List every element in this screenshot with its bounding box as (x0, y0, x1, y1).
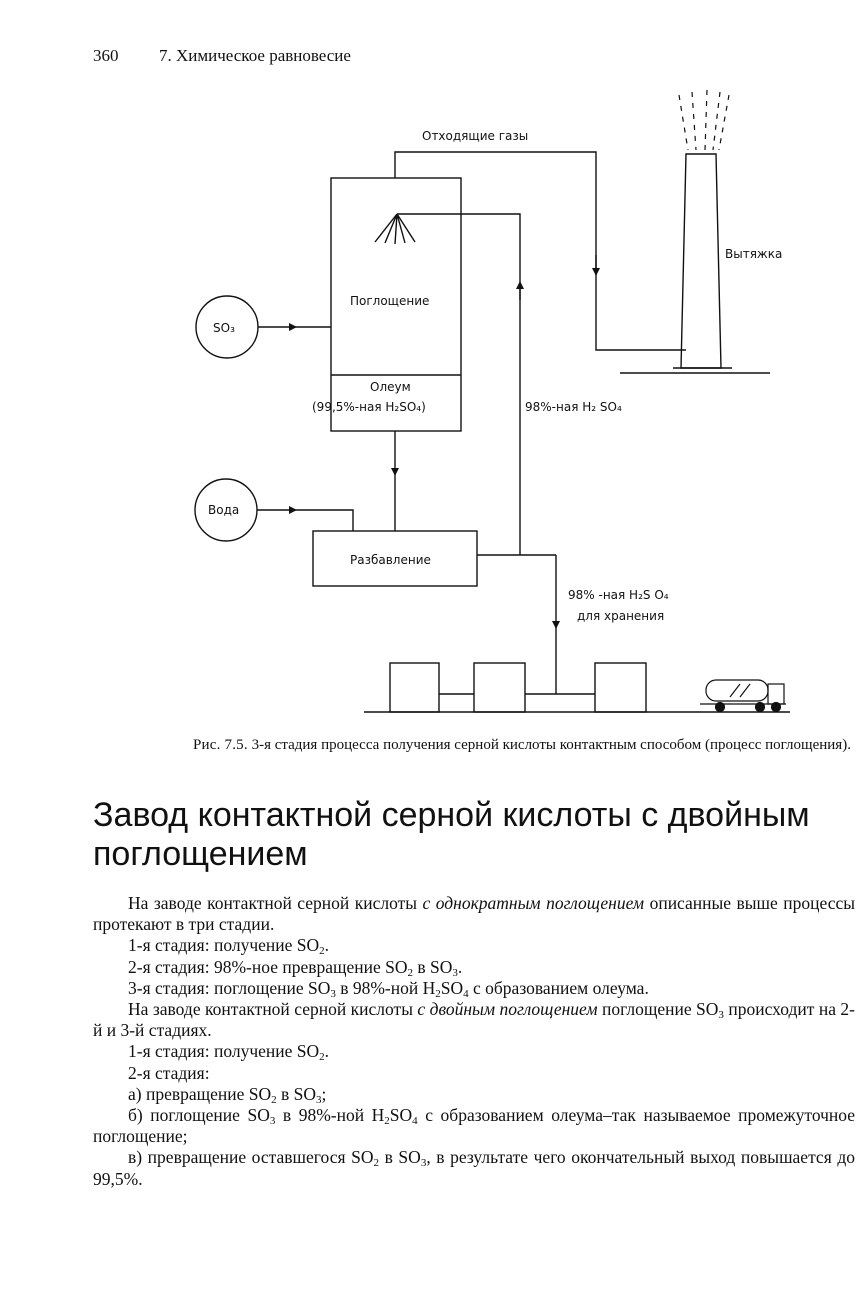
paragraph: б) поглощение SO3 в 98%-ной H2SO4 с обра… (93, 1105, 856, 1147)
caption-text: 3-я стадия процесса получения серной кис… (251, 737, 851, 753)
paragraph: а) превращение SO2 в SO3; (128, 1083, 327, 1106)
running-header: 360 7. Химическое равновесие (93, 46, 351, 66)
paragraph: 1-я стадия: получение SO2. (128, 935, 330, 958)
page-number: 360 (93, 46, 119, 65)
label-dilution: Разбавление (350, 553, 431, 567)
paragraph: На заводе контактной серной кислоты с од… (93, 893, 855, 935)
storage-tank-3 (594, 662, 647, 713)
caption-lead: Рис. 7.5. (193, 737, 248, 753)
exhaust-gas-line (394, 151, 686, 351)
paragraph: в) превращение оставшегося SO2 в SO3, в … (93, 1147, 855, 1189)
paragraph: На заводе контактной серной кислоты с дв… (93, 999, 855, 1041)
tanker-truck (700, 679, 786, 713)
process-diagram: Отходящие газы Вытяжка SO₃ Поглощение Ол… (194, 89, 790, 713)
storage-tank-1 (389, 662, 440, 713)
paragraph: 2-я стадия: (128, 1062, 210, 1083)
label-absorption: Поглощение (350, 294, 429, 308)
paragraph: 2-я стадия: 98%-ное превращение SO2 в SO… (128, 956, 463, 979)
label-exhaust-gases: Отходящие газы (422, 129, 528, 143)
smoke (678, 89, 730, 151)
label-acid-98: 98%-ная H₂ SO₄ (525, 400, 622, 414)
label-water: Вода (208, 503, 239, 517)
storage-tank-2 (473, 662, 526, 713)
body-text: На заводе контактной серной кислоты с од… (93, 893, 855, 1190)
label-for-storage: для хранения (577, 609, 664, 623)
label-acid-98-storage: 98% -ная H₂S O₄ (568, 588, 669, 602)
acid-feed-line (397, 213, 521, 555)
label-stack: Вытяжка (725, 247, 782, 261)
paragraph: 1-я стадия: получение SO2. (128, 1041, 330, 1064)
dilution-tank (312, 530, 478, 587)
chapter-title: 7. Химическое равновесие (159, 46, 351, 65)
label-oleum-concentration: (99,5%-ная H₂SO₄) (312, 400, 426, 414)
label-oleum: Олеум (370, 380, 411, 394)
exhaust-stack (680, 153, 722, 369)
paragraph: 3-я стадия: поглощение SO3 в 98%-ной H2S… (128, 977, 649, 1000)
section-title: Завод контактной серной кислоты с двойны… (93, 796, 810, 873)
figure-caption: Рис. 7.5. 3-я стадия процесса получения … (193, 737, 855, 754)
absorption-tower (330, 177, 462, 432)
label-so3: SO₃ (213, 321, 235, 335)
